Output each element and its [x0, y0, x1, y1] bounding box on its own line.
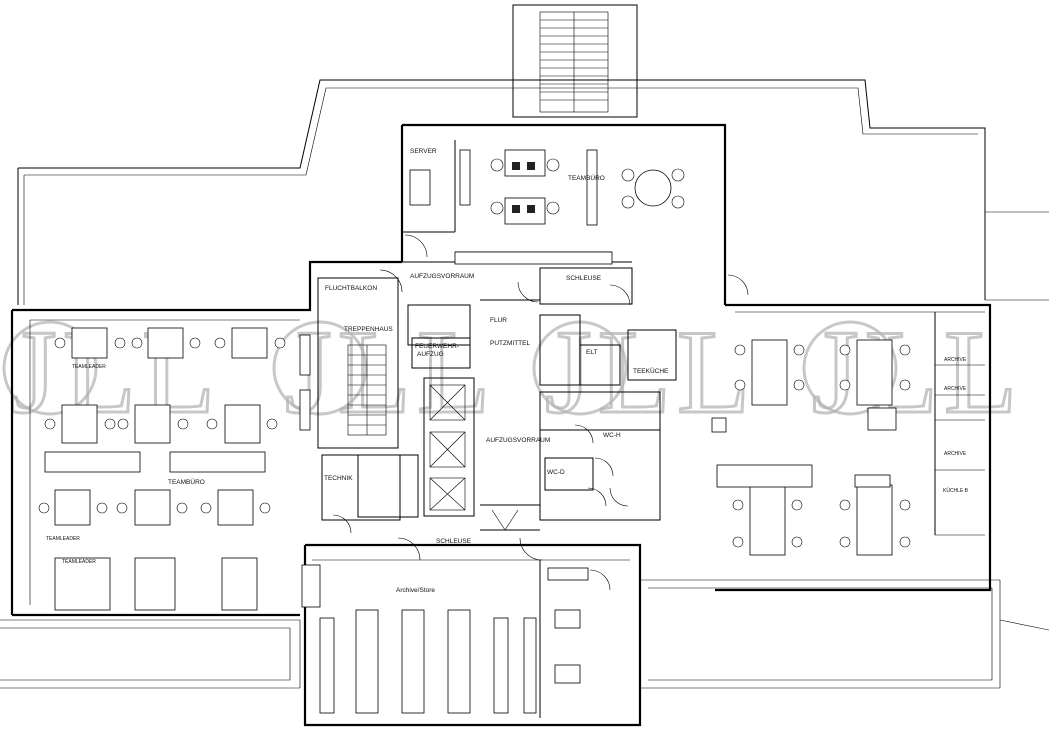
label-feuerwehraufzug-1: FEUERWEHR-: [415, 343, 459, 350]
label-wc-h: WC-H: [603, 432, 621, 439]
archive-shelves: [301, 564, 589, 714]
label-wc-d: WC-D: [547, 469, 565, 476]
top-teambuero-furniture: [409, 149, 685, 265]
outer-walls: [0, 4, 1049, 689]
label-putzmittel: PUTZMITTEL: [490, 340, 530, 347]
inner-walls: [10, 123, 992, 727]
label-teamleader-1: TEAMLEADER: [72, 364, 106, 370]
label-archive-3: ARCHIVE: [944, 451, 967, 457]
label-archive-store: Archive/Store: [396, 587, 435, 594]
label-treppenhaus: TREPPENHAUS: [344, 326, 393, 333]
label-technik: TECHNIK: [324, 475, 353, 482]
label-kuechle: KÜCHLE B: [943, 487, 969, 494]
label-teekueche: TEEKÜCHE: [633, 367, 669, 375]
label-feuerwehraufzug-2: AUFZUG: [417, 351, 444, 358]
label-elt: ELT: [586, 349, 597, 356]
label-archive-2: ARCHIVE: [944, 386, 967, 392]
label-teamleader-2: TEAMLEADER: [46, 536, 80, 542]
watermark-text-1: JLL: [10, 305, 221, 438]
label-aufzugsvorraum-top: AUFZUGSVORRAUM: [410, 273, 474, 280]
right-wing-furniture: [711, 339, 911, 556]
left-wing-furniture: [38, 327, 311, 611]
label-teambuero-top: TEAMBÜRO: [568, 174, 605, 182]
room-labels: SERVER TEAMBÜRO AUFZUGSVORRAUM SCHLEUSE …: [46, 148, 969, 594]
watermark-text-2: JLL: [285, 305, 496, 438]
label-fluchtbalkon: FLUCHTBALKON: [325, 285, 377, 292]
watermark-text-3: JLL: [545, 305, 756, 438]
tower-stairs: [540, 12, 608, 112]
label-teamleader-3: TEAMLEADER: [62, 559, 96, 565]
label-archive-1: ARCHIVE: [944, 357, 967, 363]
label-server: SERVER: [410, 148, 437, 155]
label-schleuse-top: SCHLEUSE: [566, 275, 602, 282]
watermark-text-4: JLL: [812, 305, 1023, 438]
doors: [332, 234, 749, 591]
label-schleuse-bottom: SCHLEUSE: [436, 538, 472, 545]
label-teambuero-left: TEAMBÜRO: [168, 478, 205, 486]
label-flur: FLUR: [490, 317, 507, 324]
label-aufzugsvorraum-mid: AUFZUGSVORRAUM: [486, 437, 550, 444]
